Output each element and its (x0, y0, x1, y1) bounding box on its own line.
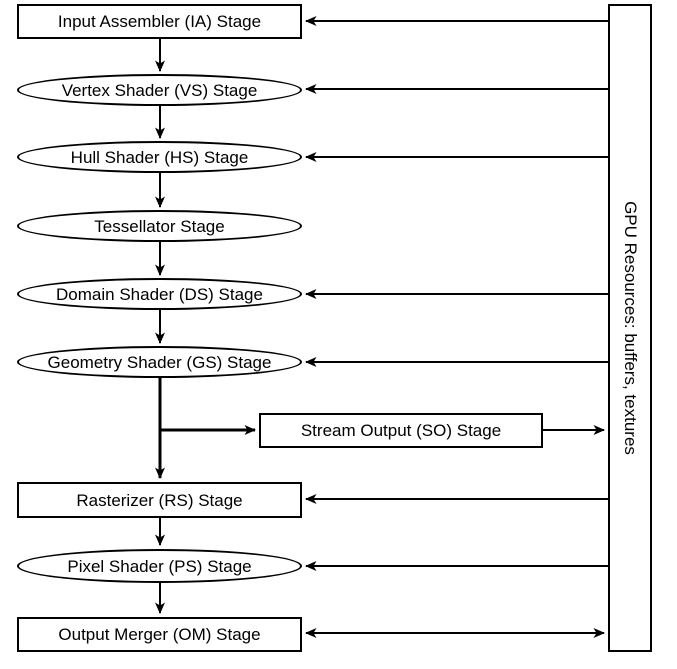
stage-stream-output-label: Stream Output (SO) Stage (300, 421, 502, 440)
gpu-resources-label: GPU Resources: buffers, textures (621, 201, 640, 455)
gpu-resources-box: GPU Resources: buffers, textures (608, 4, 652, 652)
stage-domain-shader-label: Domain Shader (DS) Stage (56, 284, 263, 304)
stage-geometry-shader-label: Geometry Shader (GS) Stage (47, 352, 272, 372)
stage-hull-shader-label: Hull Shader (HS) Stage (70, 147, 249, 167)
stage-domain-shader: Domain Shader (DS) Stage (17, 278, 302, 310)
stage-vertex-shader-label: Vertex Shader (VS) Stage (61, 80, 258, 100)
stage-vertex-shader: Vertex Shader (VS) Stage (17, 74, 302, 106)
stage-rasterizer-label: Rasterizer (RS) Stage (76, 490, 243, 510)
stage-stream-output: Stream Output (SO) Stage (259, 413, 543, 448)
stage-output-merger: Output Merger (OM) Stage (17, 617, 302, 652)
stage-pixel-shader: Pixel Shader (PS) Stage (17, 549, 302, 583)
stage-pixel-shader-label: Pixel Shader (PS) Stage (67, 556, 252, 576)
stage-input-assembler-label: Input Assembler (IA) Stage (57, 12, 262, 31)
stage-geometry-shader: Geometry Shader (GS) Stage (17, 346, 302, 378)
stage-input-assembler: Input Assembler (IA) Stage (17, 4, 302, 39)
stage-hull-shader: Hull Shader (HS) Stage (17, 141, 302, 173)
stage-tessellator-label: Tessellator Stage (94, 216, 225, 236)
stage-rasterizer: Rasterizer (RS) Stage (17, 482, 302, 518)
stage-output-merger-label: Output Merger (OM) Stage (58, 625, 261, 644)
stage-tessellator: Tessellator Stage (17, 210, 302, 242)
